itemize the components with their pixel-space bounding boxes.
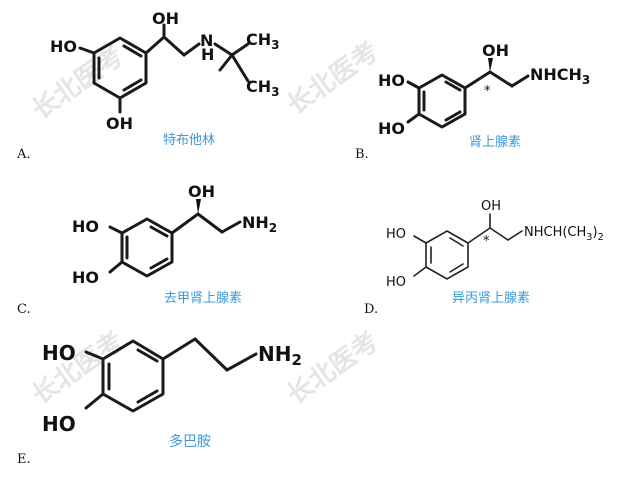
amine-n-label: N: [200, 31, 213, 50]
chiral-marker: *: [484, 84, 491, 99]
hydroxyl-label: HO: [378, 71, 405, 90]
amine-label: NHCH3: [530, 65, 590, 87]
option-letter-a: A.: [16, 147, 31, 162]
option-letter-e: E.: [17, 452, 31, 467]
hydroxyl-label: HO: [72, 268, 99, 287]
option-letter-c: C.: [17, 302, 31, 317]
compound-name-a: 特布他林: [163, 133, 215, 148]
hydroxyl-label: HO: [386, 227, 406, 242]
amine-label: NHCH(CH3)2: [524, 225, 604, 243]
hydroxyl-label: OH: [188, 182, 215, 201]
compound-name-e: 多巴胺: [169, 433, 211, 450]
chiral-marker: *: [483, 234, 490, 249]
structure-e: HO HO NH2 多巴胺 E.: [17, 337, 302, 467]
watermark: 长北医考: [27, 326, 129, 410]
compound-name-d: 异丙肾上腺素: [452, 291, 530, 306]
hydroxyl-label: HO: [72, 217, 99, 236]
compound-name-b: 肾上腺素: [469, 135, 521, 150]
amine-label: NH2: [242, 213, 277, 235]
amine-label: NH2: [258, 342, 302, 369]
structure-c: OH HO HO NH2 去甲肾上腺素 C.: [17, 182, 277, 317]
hydroxyl-label: HO: [378, 119, 405, 138]
hydroxyl-label: HO: [42, 412, 76, 436]
hydroxyl-label: HO: [50, 37, 77, 56]
methyl-label: CH3: [246, 30, 280, 52]
watermark: 长北医考: [282, 36, 384, 120]
hydroxyl-label: OH: [106, 114, 133, 133]
methyl-label: CH3: [246, 77, 280, 99]
option-letter-b: B.: [355, 147, 369, 162]
hydroxyl-label: OH: [152, 9, 179, 28]
amine-h-label: H: [201, 45, 214, 64]
structure-b: OH HO HO NHCH3 * 肾上腺素 B.: [355, 41, 590, 162]
compound-name-c: 去甲肾上腺素: [164, 291, 242, 306]
option-letter-d: D.: [364, 302, 378, 317]
hydroxyl-label: OH: [482, 41, 509, 60]
hydroxyl-label: OH: [481, 199, 501, 214]
hydroxyl-label: HO: [386, 275, 406, 290]
hydroxyl-label: HO: [42, 341, 76, 365]
structure-a: OH HO OH N H CH3 CH3 特布他林 A.: [16, 9, 280, 162]
structure-d: OH HO HO NHCH(CH3)2 * 异丙肾上腺素 D.: [364, 199, 604, 317]
